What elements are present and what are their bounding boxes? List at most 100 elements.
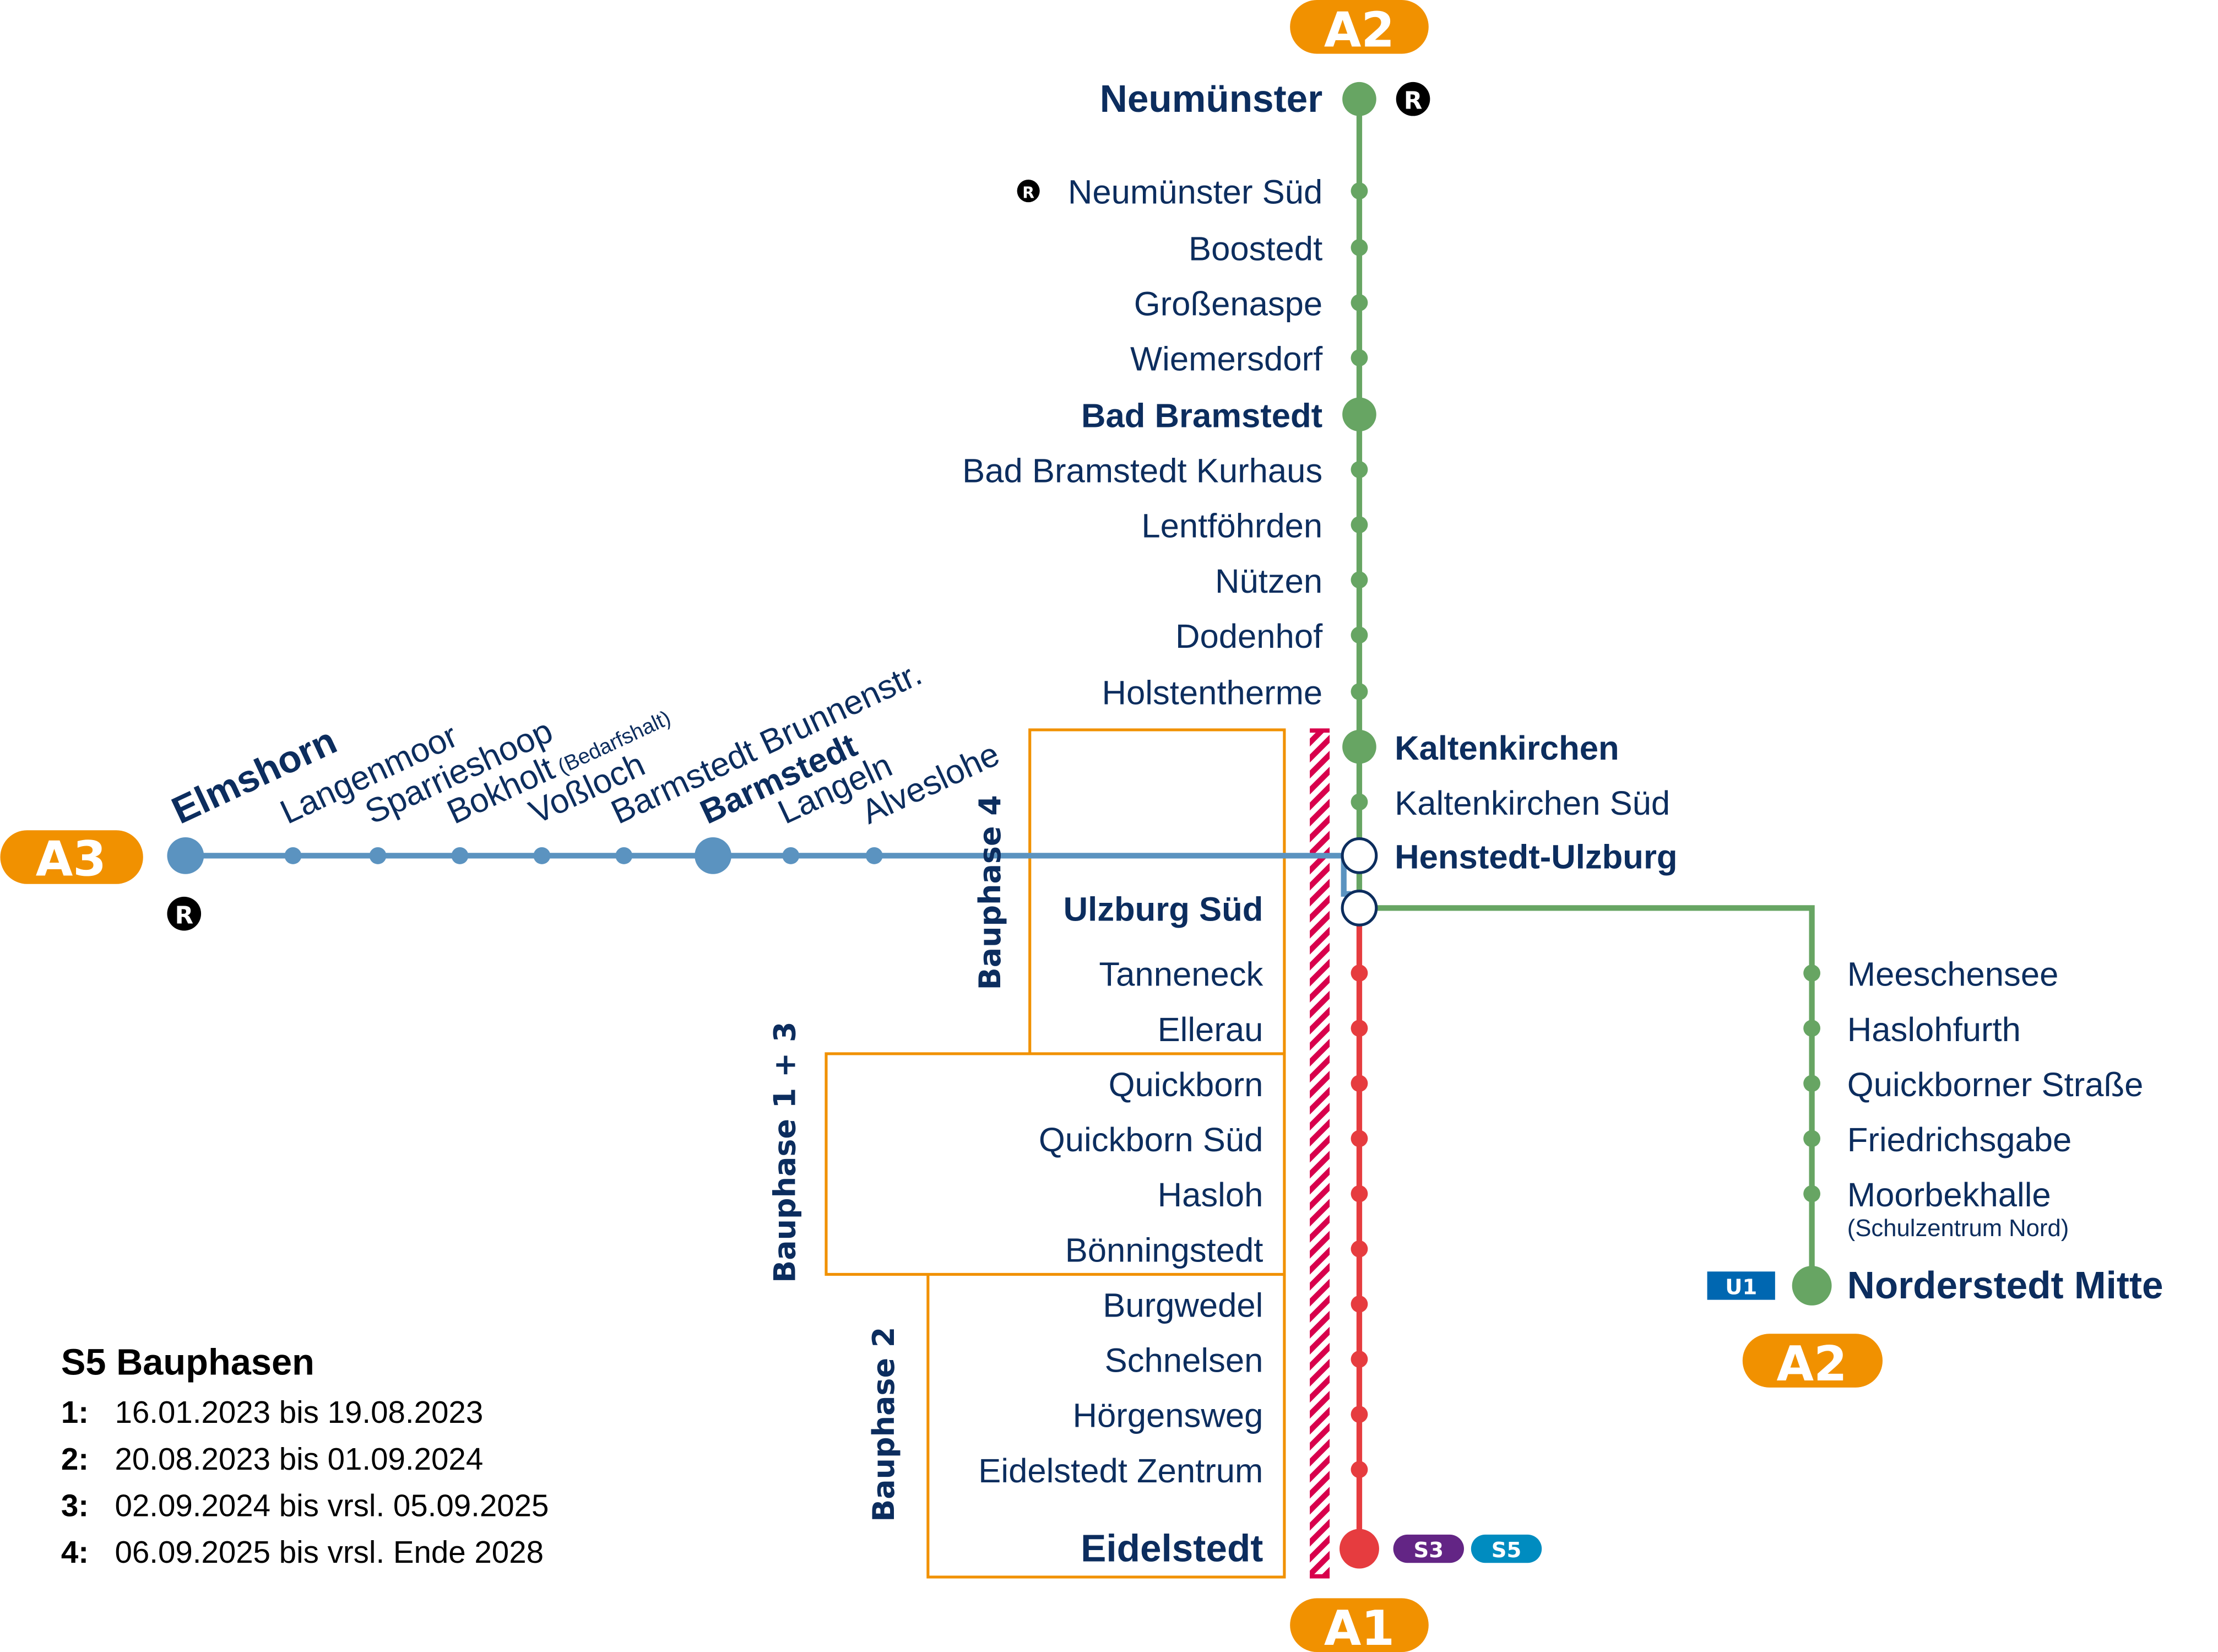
station-label-eidelstedt[interactable]: Eidelstedt	[1081, 1527, 1263, 1570]
station-label-schnelsen[interactable]: Schnelsen	[1105, 1342, 1263, 1380]
badge-a2-top[interactable]: A2	[1290, 0, 1429, 58]
station-label-friedrichsgabe[interactable]: Friedrichsgabe	[1847, 1121, 2072, 1159]
station-label-burgwedel[interactable]: Burgwedel	[1103, 1286, 1263, 1324]
station-dot-eidelstedt[interactable]	[1340, 1529, 1379, 1569]
station-label-tanneneck[interactable]: Tanneneck	[1099, 956, 1263, 994]
u1-label: U1	[1725, 1275, 1757, 1299]
station-label-nuetzen[interactable]: Nützen	[1215, 562, 1322, 600]
station-label-henstedt-ulzburg[interactable]: Henstedt-Ulzburg	[1395, 838, 1677, 876]
station-dot-norderstedt-mitte[interactable]	[1792, 1266, 1832, 1306]
station-dot-neumuenster[interactable]	[1342, 82, 1376, 116]
badge-a2-right[interactable]: A2	[1742, 1334, 1883, 1392]
station-label-quickborn[interactable]: Quickborn	[1109, 1066, 1263, 1104]
legend-item-number: 1:	[61, 1395, 89, 1429]
station-dot-kaltenkirchen-sued[interactable]	[1351, 793, 1368, 811]
s3-label: S3	[1414, 1538, 1444, 1563]
station-label-grossenaspe[interactable]: Großenaspe	[1134, 285, 1322, 323]
s5-badge[interactable]: S5	[1471, 1534, 1542, 1563]
station-dot-elmshorn[interactable]	[167, 837, 204, 874]
station-label-quickborn-sued[interactable]: Quickborn Süd	[1039, 1121, 1263, 1159]
legend-title: S5 Bauphasen	[61, 1342, 314, 1383]
station-dot-eidelstedt-zentrum[interactable]	[1351, 1461, 1368, 1478]
station-dot-bokholt[interactable]	[451, 847, 469, 864]
s5-label: S5	[1492, 1538, 1522, 1563]
station-dot-boenningstedt[interactable]	[1351, 1240, 1368, 1258]
station-dot-dodenhof[interactable]	[1351, 626, 1368, 644]
station-dot-neumuenster-sued[interactable]	[1351, 182, 1368, 200]
station-dot-grossenaspe[interactable]	[1351, 294, 1368, 311]
station-dot-meeschensee[interactable]	[1803, 965, 1821, 982]
station-label-eidelstedt-zentrum[interactable]: Eidelstedt Zentrum	[978, 1452, 1263, 1490]
station-dot-quickborn[interactable]	[1351, 1075, 1368, 1092]
station-dot-langenmoor[interactable]	[284, 847, 302, 864]
station-label-lentfoehrden[interactable]: Lentföhrden	[1141, 507, 1322, 545]
station-label-boostedt[interactable]: Boostedt	[1189, 230, 1322, 268]
station-dot-vossloch[interactable]	[533, 847, 551, 864]
station-label-ulzburg-sued[interactable]: Ulzburg Süd	[1064, 891, 1263, 929]
station-dot-sparrieshoop[interactable]	[369, 847, 387, 864]
legend-items: 1:16.01.2023 bis 19.08.20232:20.08.2023 …	[61, 1395, 549, 1569]
station-label-boenningstedt[interactable]: Bönningstedt	[1065, 1231, 1263, 1269]
station-label-hoergensweg[interactable]: Hörgensweg	[1072, 1397, 1263, 1435]
station-label-kaltenkirchen-sued[interactable]: Kaltenkirchen Süd	[1395, 784, 1670, 822]
station-dot-boostedt[interactable]	[1351, 239, 1368, 256]
station-dot-tanneneck[interactable]	[1351, 965, 1368, 982]
station-dot-holstentherme[interactable]	[1351, 683, 1368, 700]
badge-a3-left[interactable]: A3	[0, 830, 143, 887]
station-label-norderstedt-mitte[interactable]: Norderstedt Mitte	[1847, 1264, 2163, 1307]
phase-2-box	[926, 1274, 1286, 1579]
badge-label: A3	[36, 831, 106, 887]
station-dot-hoergensweg[interactable]	[1351, 1406, 1368, 1423]
station-label-haslohfurth[interactable]: Haslohfurth	[1847, 1011, 2021, 1049]
station-label-neumuenster[interactable]: Neumünster	[1100, 77, 1322, 120]
station-label-meeschensee[interactable]: Meeschensee	[1847, 956, 2059, 994]
station-dot-haslohfurth[interactable]	[1803, 1020, 1821, 1037]
station-label-kaltenkirchen[interactable]: Kaltenkirchen	[1395, 729, 1619, 767]
badge-a1-bottom[interactable]: A1	[1290, 1598, 1429, 1652]
station-label-dodenhof[interactable]: Dodenhof	[1175, 618, 1323, 656]
station-label-moorbekhalle[interactable]: Moorbekhalle	[1847, 1176, 2051, 1214]
line-east-green	[1375, 905, 1815, 1286]
east-station-dots	[1792, 965, 1832, 1306]
r-icon: R	[1022, 183, 1034, 202]
legend-item-dates: 06.09.2025 bis vrsl. Ende 2028	[115, 1535, 544, 1569]
u1-badge[interactable]: U1	[1707, 1271, 1775, 1300]
station-dot-bad-bramstedt[interactable]	[1342, 397, 1376, 432]
station-dot-barmstedt-brunnenstr[interactable]	[615, 847, 633, 864]
station-label-bad-bramstedt-kurhaus[interactable]: Bad Bramstedt Kurhaus	[962, 452, 1322, 490]
station-label-hasloh[interactable]: Hasloh	[1158, 1176, 1263, 1214]
legend-item-number: 2:	[61, 1442, 89, 1476]
station-label-holstentherme[interactable]: Holstentherme	[1102, 674, 1323, 712]
station-dot-quickborn-sued[interactable]	[1351, 1130, 1368, 1147]
station-dot-burgwedel[interactable]	[1351, 1295, 1368, 1313]
regional-icon-elmshorn: R	[167, 896, 202, 931]
station-label-neumuenster-sued[interactable]: Neumünster Süd	[1068, 174, 1322, 212]
station-label-ellerau[interactable]: Ellerau	[1158, 1011, 1263, 1049]
station-label-bad-bramstedt[interactable]: Bad Bramstedt	[1081, 397, 1322, 435]
ulzburg-sued-interchange[interactable]	[1341, 890, 1378, 927]
station-dot-kaltenkirchen[interactable]	[1342, 729, 1376, 764]
station-dot-lentfoehrden[interactable]	[1351, 516, 1368, 533]
station-dot-moorbekhalle[interactable]	[1803, 1185, 1821, 1203]
station-dot-wiemersdorf[interactable]	[1351, 349, 1368, 367]
station-dot-ellerau[interactable]	[1351, 1020, 1368, 1037]
station-dot-schnelsen[interactable]	[1351, 1351, 1368, 1368]
station-dot-barmstedt[interactable]	[695, 837, 731, 874]
henstedt-ulzburg-interchange[interactable]	[1341, 837, 1378, 874]
badge-label: A2	[1776, 1336, 1847, 1392]
station-label-wiemersdorf[interactable]: Wiemersdorf	[1130, 340, 1323, 378]
station-dot-quickborner-strasse[interactable]	[1803, 1075, 1821, 1092]
station-dot-alveslohe[interactable]	[865, 847, 883, 864]
phase-1-3-box	[825, 1052, 1286, 1276]
station-dot-nuetzen[interactable]	[1351, 571, 1368, 589]
station-dot-bad-bramstedt-kurhaus[interactable]	[1351, 461, 1368, 478]
s3-badge[interactable]: S3	[1393, 1534, 1464, 1563]
station-dot-hasloh[interactable]	[1351, 1185, 1368, 1203]
station-dot-friedrichsgabe[interactable]	[1803, 1130, 1821, 1147]
legend-item-number: 3:	[61, 1488, 89, 1523]
badge-label: A1	[1324, 1600, 1395, 1652]
station-label-quickborner-strasse[interactable]: Quickborner Straße	[1847, 1066, 2144, 1104]
station-dot-langeln[interactable]	[782, 847, 800, 864]
